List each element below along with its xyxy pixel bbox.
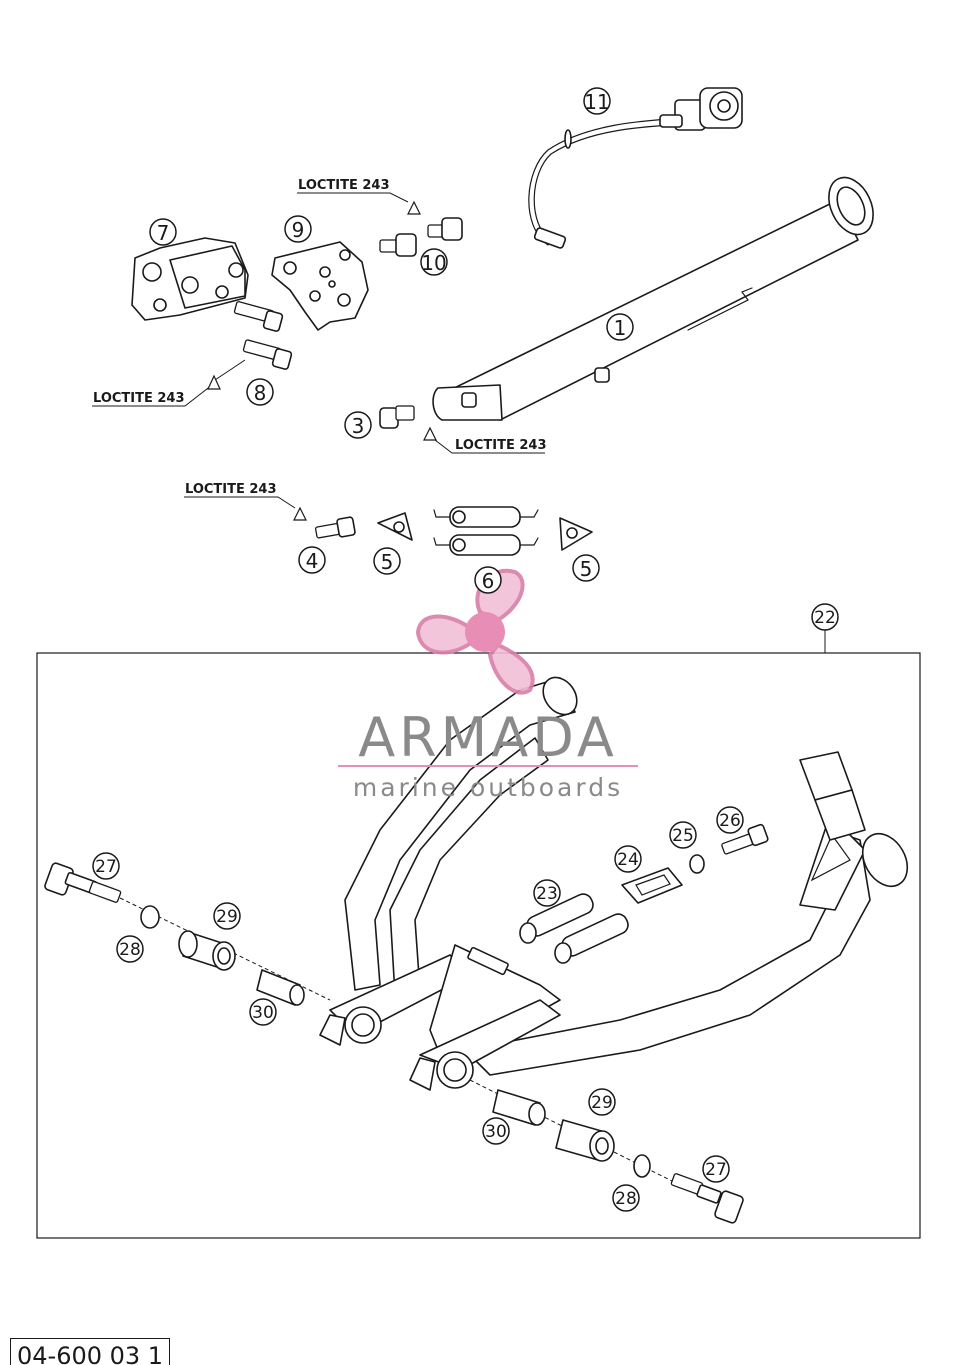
svg-text:6: 6	[482, 569, 495, 593]
svg-text:24: 24	[617, 850, 639, 870]
callout-25: 25	[669, 821, 697, 849]
callout-23: 23	[533, 879, 561, 907]
svg-text:23: 23	[536, 884, 558, 904]
svg-text:28: 28	[615, 1189, 637, 1209]
svg-text:25: 25	[672, 826, 694, 846]
callout-22: 22	[811, 603, 839, 631]
svg-text:11: 11	[584, 90, 609, 114]
loctite-label: LOCTITE 243	[185, 482, 277, 497]
svg-text:1: 1	[614, 316, 627, 340]
loctite-note-bolt-4: LOCTITE 243	[184, 482, 307, 521]
callout-30-left: 30	[249, 998, 277, 1026]
callout-11: 11	[583, 87, 611, 115]
svg-text:7: 7	[157, 221, 170, 245]
callout-8: 8	[246, 378, 274, 406]
callout-28-right: 28	[612, 1184, 640, 1212]
svg-text:4: 4	[306, 549, 319, 573]
bolt-10	[379, 217, 463, 257]
callout-27-right: 27	[702, 1155, 730, 1183]
callout-28-left: 28	[116, 935, 144, 963]
bolt-3	[379, 405, 415, 429]
loctite-label: LOCTITE 243	[93, 391, 185, 406]
plate-24	[621, 867, 683, 904]
washer-25	[689, 854, 705, 874]
watermark-tagline: marine outboards	[353, 773, 623, 802]
side-stand	[432, 176, 874, 421]
bushing-29-right	[555, 1119, 615, 1162]
loctite-label: LOCTITE 243	[455, 438, 547, 453]
svg-text:30: 30	[252, 1003, 274, 1023]
bolt-8	[242, 339, 293, 370]
callout-6: 6	[474, 566, 502, 594]
svg-text:9: 9	[292, 218, 305, 242]
stand-bracket	[131, 237, 249, 321]
triangular-plate-left	[377, 512, 413, 541]
loctite-label: LOCTITE 243	[298, 178, 390, 193]
callout-5-left: 5	[373, 547, 401, 575]
washer-28-left	[140, 905, 160, 929]
callout-1: 1	[606, 313, 634, 341]
watermark-brand: ARMADA	[358, 706, 618, 769]
callout-29-right: 29	[588, 1088, 616, 1116]
propeller-logo-icon	[415, 568, 535, 695]
callout-9: 9	[284, 215, 312, 243]
bolt-8-upper	[233, 301, 284, 332]
callout-30-right: 30	[482, 1117, 510, 1145]
bolt-27-right	[670, 1173, 744, 1224]
loctite-note-bolt-8: LOCTITE 243	[92, 359, 246, 407]
washer-28-right	[633, 1154, 651, 1178]
bolt-4	[314, 516, 356, 539]
svg-text:27: 27	[705, 1160, 727, 1180]
svg-text:29: 29	[216, 907, 238, 927]
svg-text:10: 10	[421, 251, 446, 275]
svg-text:3: 3	[352, 414, 365, 438]
svg-text:29: 29	[591, 1093, 613, 1113]
svg-text:26: 26	[719, 811, 741, 831]
callout-26: 26	[716, 806, 744, 834]
springs	[433, 506, 539, 556]
sleeve-30-right	[492, 1089, 546, 1126]
callout-4: 4	[298, 546, 326, 574]
callout-29-left: 29	[213, 902, 241, 930]
svg-text:22: 22	[814, 608, 836, 628]
loctite-note-top: LOCTITE 243	[297, 178, 421, 215]
bushing-29-left	[178, 930, 236, 971]
triangular-plate-right	[559, 517, 593, 551]
svg-text:30: 30	[485, 1122, 507, 1142]
assembly-frame-22	[36, 652, 921, 1239]
svg-text:5: 5	[580, 557, 593, 581]
bolt-26	[721, 823, 769, 855]
springs-23	[519, 893, 629, 964]
svg-text:8: 8	[254, 381, 267, 405]
svg-text:28: 28	[119, 940, 141, 960]
watermark-underline	[338, 765, 638, 767]
callout-10: 10	[420, 248, 448, 276]
reference-code: 04-600 03 1	[10, 1338, 171, 1365]
callout-24: 24	[614, 845, 642, 873]
callout-3: 3	[344, 411, 372, 439]
center-stand	[319, 676, 909, 1091]
callout-5-right: 5	[572, 554, 600, 582]
loctite-note-bolt-3: LOCTITE 243	[423, 426, 547, 454]
svg-text:5: 5	[381, 550, 394, 574]
svg-text:27: 27	[95, 857, 117, 877]
mounting-plate	[271, 241, 369, 331]
side-stand-switch-cable	[528, 87, 743, 249]
callout-7: 7	[149, 218, 177, 246]
callout-27-left: 27	[92, 852, 120, 880]
bolt-27-left	[44, 862, 122, 903]
armada-watermark: ARMADA marine outboards	[338, 568, 638, 802]
sleeve-30-left	[256, 969, 305, 1006]
